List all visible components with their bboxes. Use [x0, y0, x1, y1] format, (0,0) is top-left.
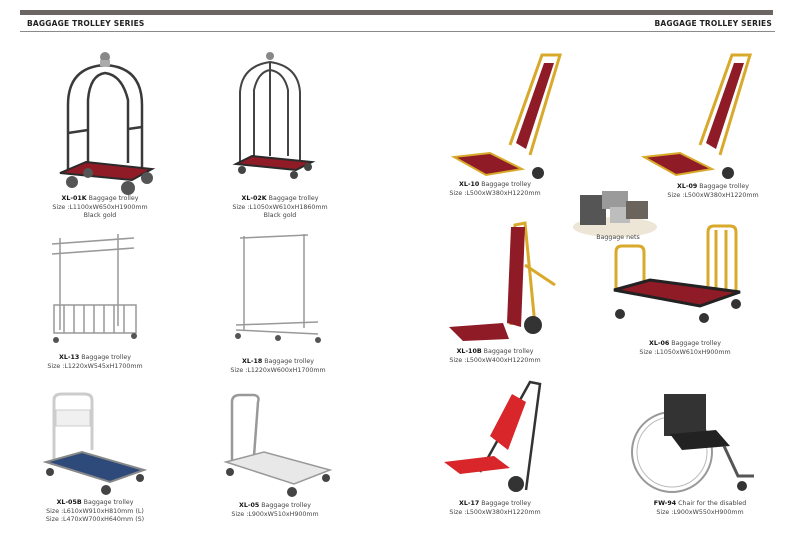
- product-name: Baggage nets: [596, 234, 640, 241]
- product-size: Size :L1220xW545xH1700mm: [47, 362, 143, 370]
- hand-truck-image: [450, 53, 563, 179]
- product-name: Baggage trolley: [261, 502, 312, 509]
- garment-trolley-image: [51, 234, 137, 343]
- product-code: XL-10B: [456, 348, 482, 355]
- chair-hand-truck-image: [444, 380, 542, 492]
- product-code: XL-02K: [241, 195, 267, 202]
- product-size: Size :L1220xW600xH1700mm: [230, 366, 326, 374]
- page-title-right: BAGGAGE TROLLEY SERIES: [654, 19, 772, 28]
- product-size: Size :L1050xW610xH1860mm: [232, 203, 328, 211]
- product-name: Baggage trolley: [481, 181, 532, 188]
- product-name: Baggage trolley: [81, 354, 132, 361]
- product-name: Baggage trolley: [83, 499, 134, 506]
- product-code: XL-18: [241, 358, 263, 365]
- birdcage-trolley-image: [59, 52, 156, 195]
- product-size: Size :L500xW380xH1220mm: [449, 508, 541, 516]
- product-name: Baggage trolley: [264, 358, 315, 365]
- product-code: FW-94: [653, 500, 677, 507]
- product-size: Size :L610xW910xH810mm (L): [46, 507, 144, 515]
- product-size-small: Size :L470xW700xH640mm (S): [45, 516, 145, 524]
- product-name: Baggage trolley: [699, 183, 750, 190]
- product-code: XL-06: [648, 340, 670, 347]
- hand-truck-image: [640, 53, 753, 179]
- platform-trolley-image: [223, 393, 333, 497]
- product-size: Size :L500xW380xH1220mm: [667, 191, 759, 199]
- product-name: Baggage trolley: [671, 340, 722, 347]
- product-code: XL-17: [458, 500, 480, 507]
- product-name: Baggage trolley: [88, 195, 139, 202]
- product-size: Size :L500xW380xH1220mm: [449, 189, 541, 197]
- product-code: XL-10: [458, 181, 480, 188]
- product-name: Baggage trolley: [268, 195, 319, 202]
- product-size: Size :L1100xW650xH1900mm: [52, 203, 148, 211]
- product-size: Size :L900xW510xH900mm: [231, 510, 319, 518]
- wheelchair-image: [631, 394, 754, 493]
- product-note: Black gold: [83, 212, 117, 220]
- product-code: XL-13: [58, 354, 80, 361]
- product-code: XL-09: [676, 183, 698, 190]
- product-code: XL-05B: [56, 499, 82, 506]
- hand-truck-image: [449, 221, 556, 341]
- top-bar-left: [20, 10, 400, 15]
- birdcage-trolley-image: [232, 52, 316, 179]
- product-size: Size :L1050xW610xH900mm: [639, 348, 731, 356]
- product-size: Size :L900xW550xH900mm: [656, 508, 744, 516]
- product-code: XL-01K: [61, 195, 87, 202]
- product-name: Baggage trolley: [483, 348, 534, 355]
- baggage-nets-image: [573, 191, 657, 237]
- top-bar-right: [400, 10, 773, 15]
- product-name: Chair for the disabled: [678, 500, 747, 507]
- product-note: Black gold: [263, 212, 297, 220]
- header-rule-right: [400, 31, 775, 32]
- garment-trolley-image: [235, 234, 321, 343]
- platform-trolley-image: [42, 392, 148, 495]
- product-size: Size :L500xW400xH1220mm: [449, 356, 541, 364]
- page-title-left: BAGGAGE TROLLEY SERIES: [27, 19, 145, 28]
- product-name: Baggage trolley: [481, 500, 532, 507]
- header-rule-left: [20, 31, 400, 32]
- product-code: XL-05: [238, 502, 260, 509]
- flatbed-trolley-image: [613, 224, 741, 323]
